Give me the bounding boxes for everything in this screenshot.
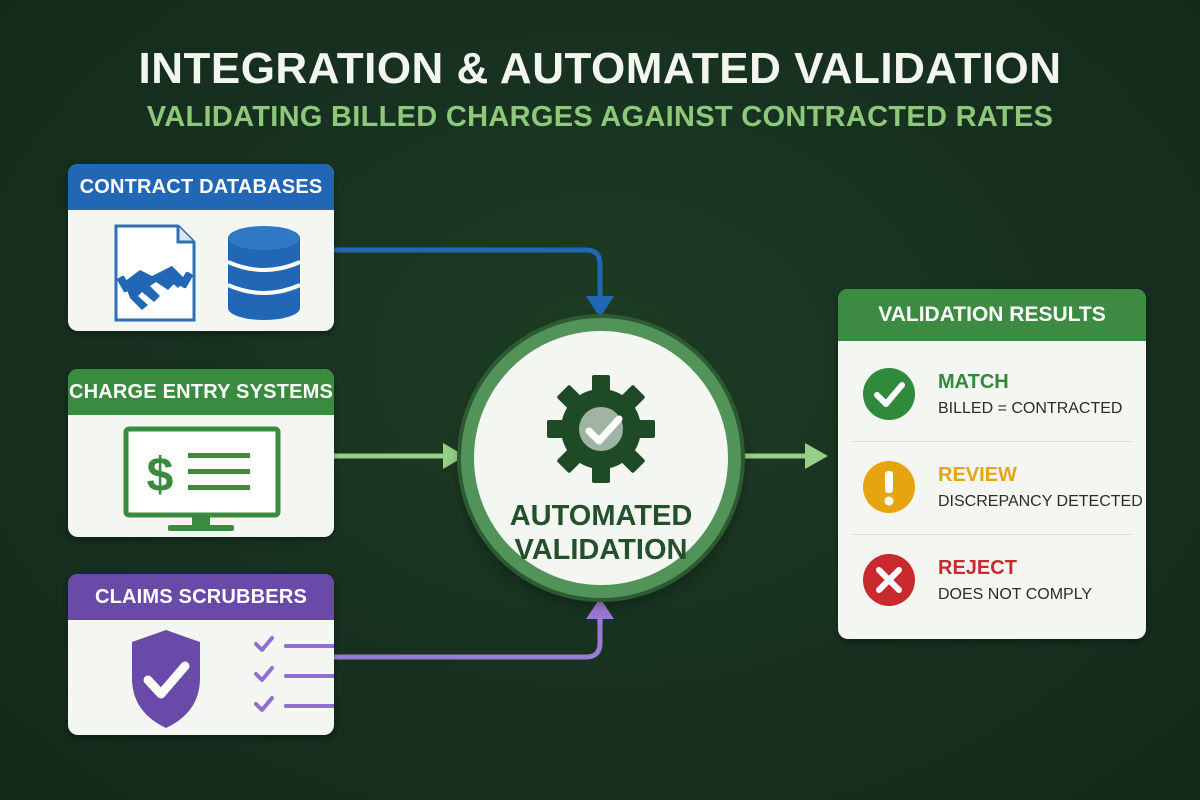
result-review: REVIEW DISCREPANCY DETECTED xyxy=(838,440,1146,532)
result-divider xyxy=(852,441,1132,442)
review-title: REVIEW xyxy=(938,464,1017,486)
contract-databases-label: CONTRACT DATABASES xyxy=(79,175,323,198)
check-circle-icon xyxy=(863,368,915,420)
charge-entry-card: CHARGE ENTRY SYSTEMS $ xyxy=(68,369,334,537)
page-subtitle: VALIDATING BILLED CHARGES AGAINST CONTRA… xyxy=(146,101,1054,133)
contract-connector xyxy=(334,247,603,300)
svg-text:$: $ xyxy=(147,449,174,502)
result-reject: REJECT DOES NOT COMPLY xyxy=(838,533,1146,625)
dollar-monitor-icon: $ xyxy=(123,426,281,531)
automated-validation-hub: AUTOMATED VALIDATION xyxy=(461,318,741,598)
match-title: MATCH xyxy=(938,371,1009,393)
validation-results-label: VALIDATION RESULTS xyxy=(878,303,1106,326)
contract-databases-header: CONTRACT DATABASES xyxy=(68,164,334,210)
charge-entry-icons: $ xyxy=(123,426,281,531)
charge-arrowhead xyxy=(443,443,465,469)
review-description: DISCREPANCY DETECTED xyxy=(938,493,1143,510)
hub-label-line1: AUTOMATED xyxy=(509,500,693,532)
validation-results-panel: VALIDATION RESULTS MATCH BILLED = CONTRA… xyxy=(838,289,1146,639)
contract-databases-card: CONTRACT DATABASES xyxy=(68,164,334,331)
gear-check-icon xyxy=(547,375,655,483)
claims-arrowhead xyxy=(586,598,614,619)
claims-scrubbers-icons xyxy=(132,630,334,728)
charge-entry-label: CHARGE ENTRY SYSTEMS xyxy=(68,380,334,403)
hub-label: AUTOMATED VALIDATION xyxy=(474,499,728,567)
claims-connector xyxy=(334,615,603,660)
charge-entry-header: CHARGE ENTRY SYSTEMS xyxy=(68,369,334,415)
page-title: INTEGRATION & AUTOMATED VALIDATION xyxy=(138,44,1062,93)
contract-databases-icons xyxy=(114,224,301,322)
reject-title: REJECT xyxy=(938,557,1017,579)
x-circle-icon xyxy=(863,554,915,606)
database-icon xyxy=(227,226,301,320)
claims-scrubbers-label: CLAIMS SCRUBBERS xyxy=(94,585,308,608)
exclamation-circle-icon xyxy=(863,461,915,513)
claims-scrubbers-card: CLAIMS SCRUBBERS xyxy=(68,574,334,735)
reject-description: DOES NOT COMPLY xyxy=(938,586,1093,603)
shield-check-icon xyxy=(132,630,200,728)
validation-results-header: VALIDATION RESULTS xyxy=(838,289,1146,341)
checklist-icon xyxy=(254,636,334,712)
hub-label-line2: VALIDATION xyxy=(514,534,688,566)
result-match: MATCH BILLED = CONTRACTED xyxy=(838,347,1146,439)
match-description: BILLED = CONTRACTED xyxy=(938,400,1123,417)
contract-arrowhead xyxy=(586,296,614,318)
output-arrowhead xyxy=(805,443,828,469)
result-divider xyxy=(852,534,1132,535)
claims-scrubbers-header: CLAIMS SCRUBBERS xyxy=(68,574,334,620)
contract-document-icon xyxy=(114,224,196,322)
